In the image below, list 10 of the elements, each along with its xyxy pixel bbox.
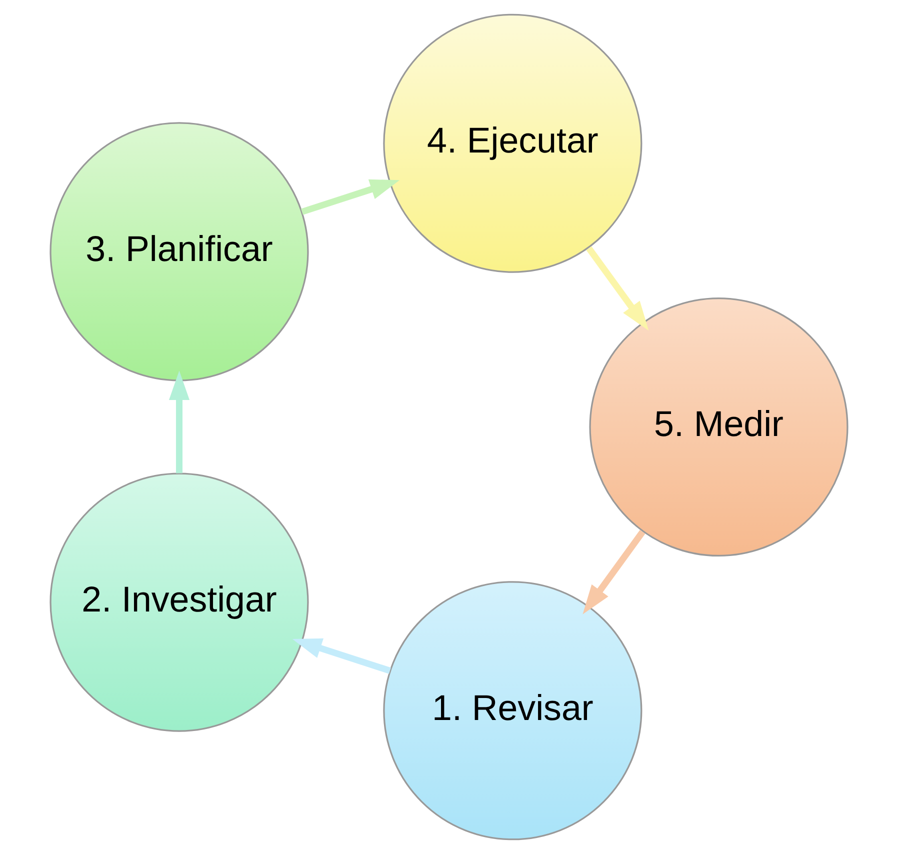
arrow — [168, 370, 190, 474]
node-circle: 4. Ejecutar — [383, 14, 642, 273]
arrow — [292, 638, 391, 674]
node-circle: 1. Revisar — [383, 581, 642, 840]
arrow — [586, 246, 649, 331]
node-circle: 2. Investigar — [50, 472, 309, 732]
node-circle: 5. Medir — [589, 297, 848, 557]
node-circle: 3. Planificar — [50, 122, 309, 382]
arrow — [582, 530, 646, 614]
arrow — [300, 179, 400, 215]
